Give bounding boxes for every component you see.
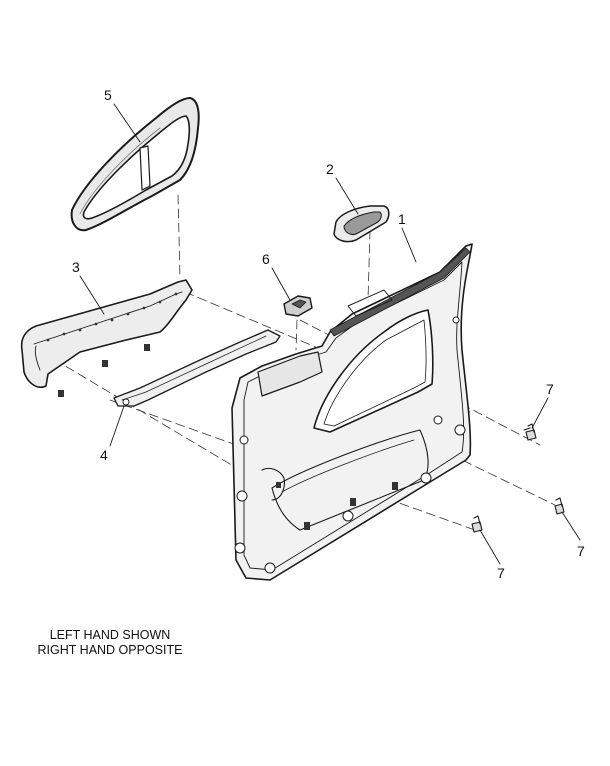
panel-clips [276,482,398,530]
callout-7-right: 7 [577,543,585,559]
window-frame-inner [82,115,191,220]
panel-fastener-bosses [234,316,466,574]
window-frame-shadow [79,127,161,215]
callout-5: 5 [104,87,112,103]
callout-4: 4 [100,447,108,463]
push-clip-upper [523,423,537,441]
callout-labels: 5 2 1 3 6 4 7 7 7 [72,87,585,581]
seal-strip-hole [122,398,130,406]
top-seal-strip [329,247,471,337]
callout-3: 3 [72,259,80,275]
window-opening-inner [323,319,427,427]
push-clip-lower [471,515,483,533]
diagram-caption: LEFT HAND SHOWN RIGHT HAND OPPOSITE [0,628,220,658]
seal-strip [113,329,281,407]
window-frame-post [139,145,151,191]
push-clips [471,423,565,533]
map-pocket [271,429,429,531]
window-opening [313,309,434,433]
callout-6: 6 [262,251,270,267]
caption-line-2: RIGHT HAND OPPOSITE [37,643,183,657]
armrest [257,351,323,397]
upper-trim-outline [20,279,193,388]
seal-strip-inner [121,335,267,401]
callout-7-lower: 7 [497,565,505,581]
callout-1: 1 [398,211,406,227]
window-switch [283,295,313,317]
upper-trim-panel [20,279,193,397]
handle-bezel [333,205,390,243]
upper-trim-inner [33,291,183,371]
window-switch-button [291,299,307,309]
callout-2: 2 [326,161,334,177]
window-trim-frame [70,97,200,232]
handle-bezel-recess [343,211,382,235]
callout-7-upper: 7 [546,381,554,397]
leader-lines [79,103,581,565]
door-pull-recess [261,467,285,501]
door-trim-panel [231,243,473,581]
upper-trim-holes [46,292,178,342]
caption-line-1: LEFT HAND SHOWN [49,628,171,642]
switch-opening [347,289,393,317]
upper-trim-clips [58,344,150,397]
push-clip-right [554,497,565,515]
pocket-lip [281,439,415,493]
